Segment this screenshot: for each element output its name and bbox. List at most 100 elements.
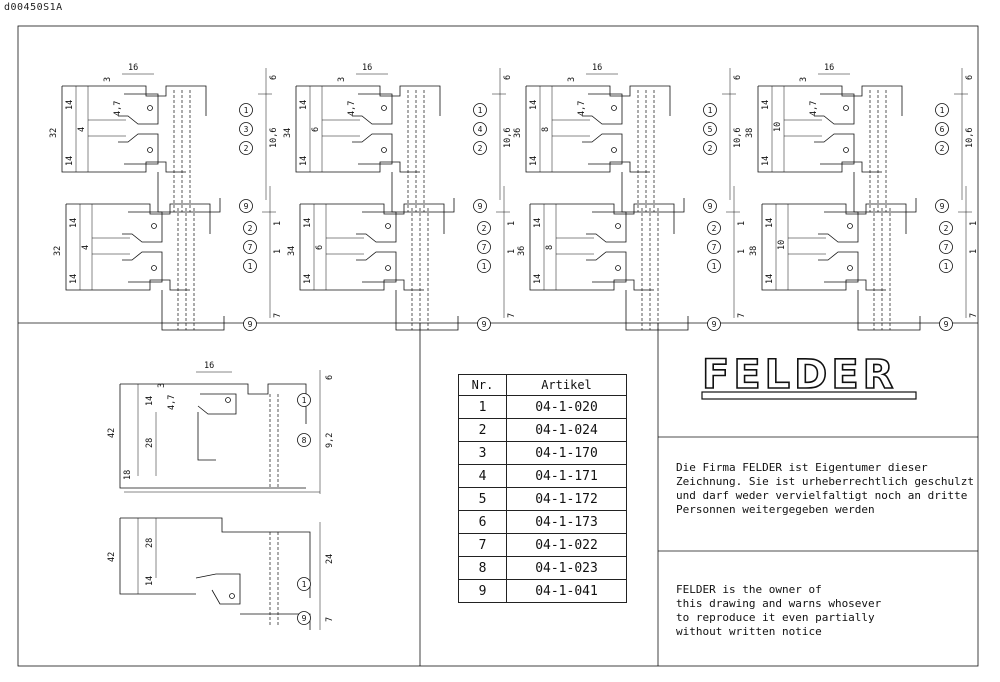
split-dimension: 14 <box>299 100 309 110</box>
shaft-outline <box>157 172 221 213</box>
cutter-outline <box>526 85 671 116</box>
right-top-dimension: 6 <box>503 75 513 80</box>
part-number-callout: 1 <box>239 103 253 117</box>
small-dimension: 1 <box>507 249 517 254</box>
split-dimension: 14 <box>765 218 775 228</box>
callout-circle <box>239 122 253 136</box>
cutter-outline <box>758 85 903 116</box>
callout-circle <box>703 122 717 136</box>
split-dimension: 14 <box>69 274 79 284</box>
row-artikel: 04-1-024 <box>506 418 627 442</box>
split-dimension: 10 <box>773 122 783 132</box>
knife-lower <box>195 573 241 605</box>
drawing-code: d00450S1A <box>4 2 63 13</box>
callout-circle <box>243 259 257 273</box>
knife-upper <box>118 93 159 125</box>
split-dimension: 6 <box>311 127 321 132</box>
part-number-callout: 1 <box>473 103 487 117</box>
row-artikel: 04-1-020 <box>506 395 627 419</box>
bottom-dimension: 7 <box>507 313 517 318</box>
shaft-outline <box>625 290 689 331</box>
shaft-outline <box>857 290 921 331</box>
callout-number: 9 <box>944 320 949 329</box>
screw-hole <box>385 223 391 229</box>
logo-text: FELDER <box>702 352 897 398</box>
part-number-callout: 2 <box>703 141 717 155</box>
callout-number: 9 <box>482 320 487 329</box>
callout-circle <box>239 141 253 155</box>
notice-english: FELDER is the owner of this drawing and … <box>676 583 882 638</box>
row-nr: 5 <box>458 487 507 511</box>
screw-hole <box>611 105 617 111</box>
screw-hole <box>385 265 391 271</box>
part-number-callout: 6 <box>935 122 949 136</box>
row-artikel: 04-1-173 <box>506 510 627 534</box>
row-nr: 9 <box>458 579 507 603</box>
split-dimension: 14 <box>65 156 75 166</box>
shaft-outline <box>853 172 917 213</box>
part-number-callout: 1 <box>297 577 311 591</box>
knife-upper <box>586 211 627 243</box>
small-dimension: 1 <box>507 221 517 226</box>
callout-number: 1 <box>944 262 949 271</box>
split-dimension: 14 <box>69 218 79 228</box>
callout-number: 2 <box>482 224 487 233</box>
height-dimension: 32 <box>53 246 63 256</box>
part-number-callout: 7 <box>243 240 257 254</box>
header-nr: Nr. <box>458 374 507 396</box>
callout-circle <box>935 103 949 117</box>
right-dimension: 10,6 <box>503 128 513 148</box>
part-number-callout: 7 <box>939 240 953 254</box>
right-top-dimension: 6 <box>269 75 279 80</box>
row-artikel: 04-1-023 <box>506 556 627 580</box>
callout-number: 1 <box>482 262 487 271</box>
height-dimension: 32 <box>49 128 59 138</box>
part-number-callout: 2 <box>239 141 253 155</box>
callout-number: 9 <box>712 320 717 329</box>
cutter-outline <box>61 86 186 173</box>
callout-circle <box>935 141 949 155</box>
width-dimension: 16 <box>362 63 372 73</box>
callout-number: 4 <box>478 125 483 134</box>
logo-underline <box>701 391 917 400</box>
knife-upper <box>356 211 397 243</box>
callout-circle <box>239 199 253 213</box>
cutter-assemblies: 132932144141634,7610,6271932144141171429… <box>49 63 979 331</box>
callout-circle <box>707 221 721 235</box>
small-dimension: 1 <box>737 249 747 254</box>
callout-number: 1 <box>302 580 307 589</box>
part-number-callout: 9 <box>707 317 721 331</box>
callout-number: 3 <box>244 125 249 134</box>
callout-number: 1 <box>708 106 713 115</box>
top-dimension: 3 <box>337 77 347 82</box>
part-number-callout: 1 <box>297 393 311 407</box>
small-dimension: 1 <box>969 221 979 226</box>
height-dimension: 42 <box>107 552 117 562</box>
callout-circle <box>297 433 311 447</box>
inner-dimension: 28 <box>145 538 155 548</box>
cutter-outline <box>299 204 424 291</box>
screw-hole <box>843 105 849 111</box>
screw-hole <box>225 397 231 403</box>
callout-circle <box>703 103 717 117</box>
small-dimension: 1 <box>273 249 283 254</box>
callout-number: 9 <box>708 202 713 211</box>
row-nr: 1 <box>458 395 507 419</box>
screw-hole <box>381 147 387 153</box>
callout-circle <box>935 199 949 213</box>
callout-circle <box>477 259 491 273</box>
screw-hole <box>615 223 621 229</box>
part-number-callout: 9 <box>477 317 491 331</box>
offset-dimension: 4,7 <box>577 101 587 116</box>
shaft-outline <box>161 290 225 331</box>
screw-hole <box>147 147 153 153</box>
